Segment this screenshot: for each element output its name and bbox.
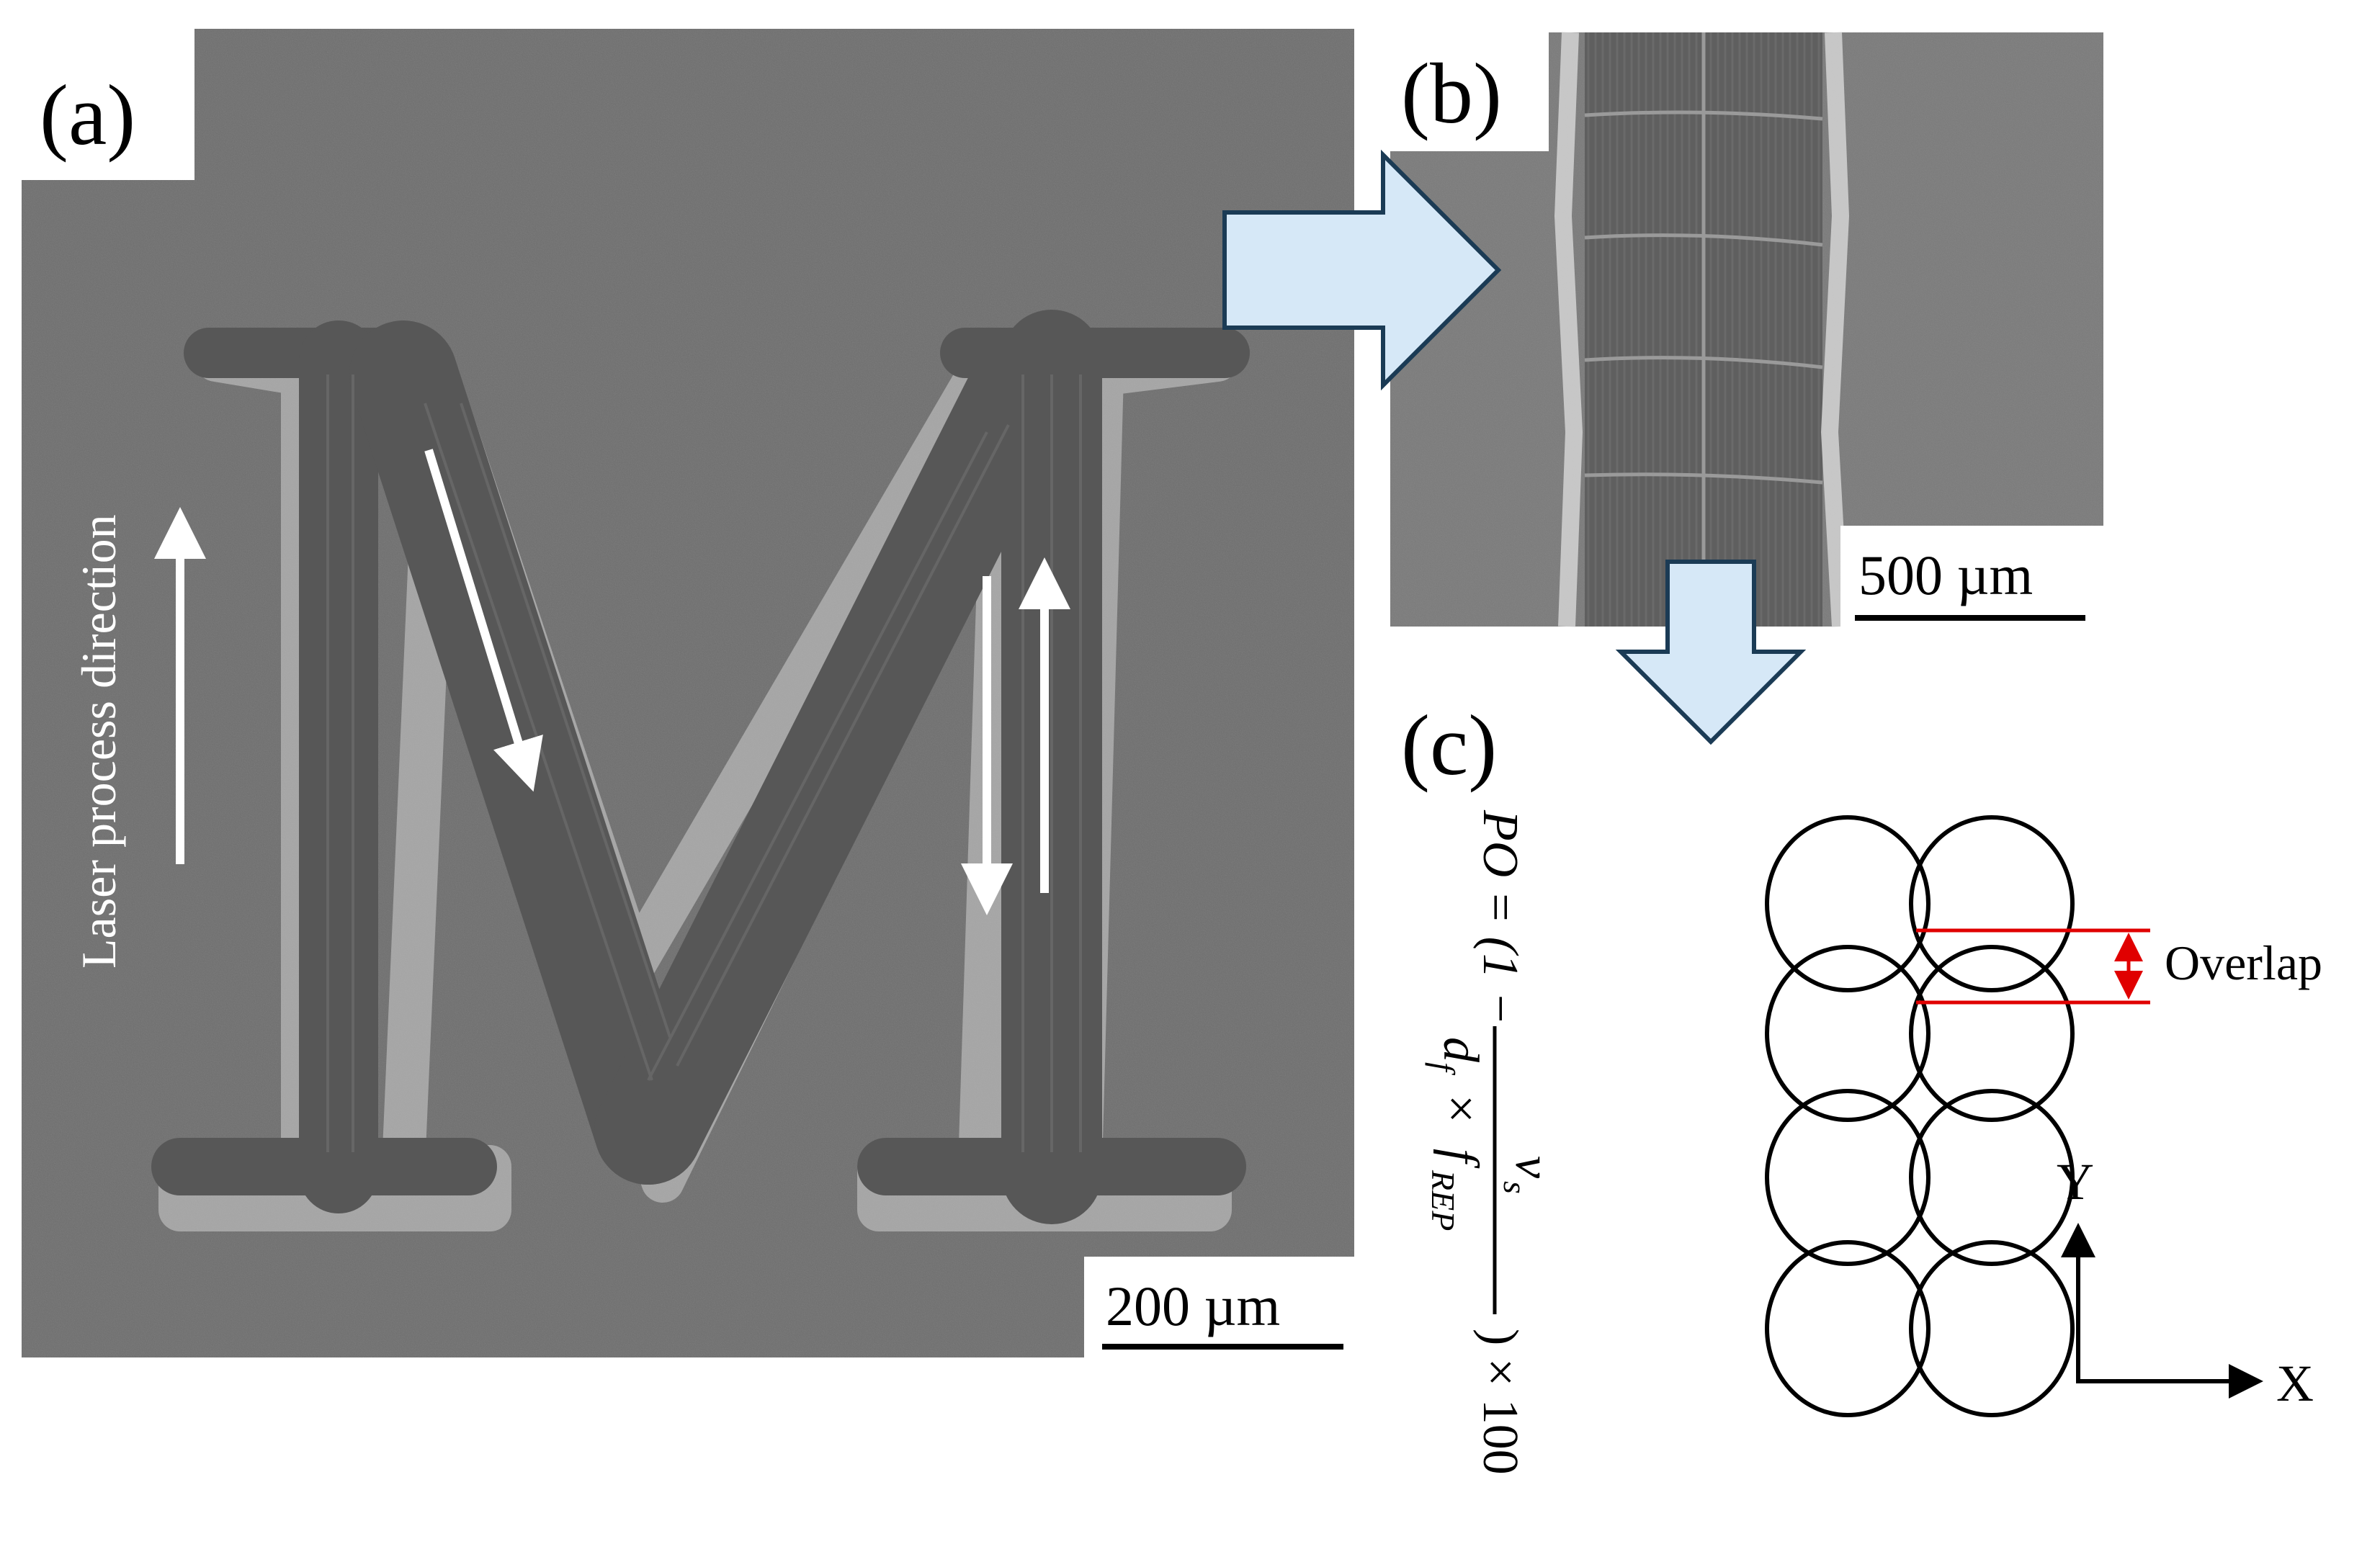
- panel-b-cross-lines: [1584, 32, 1823, 627]
- process-arrows: [154, 449, 1070, 915]
- panel-b: (b) 500 µm: [1390, 32, 2103, 627]
- formula-rhs: ) × 100: [1472, 1329, 1528, 1475]
- panel-a-scale-bar-box: [1084, 1257, 1354, 1357]
- spot-circle: [1765, 815, 1931, 992]
- panel-a-label: (a): [40, 67, 135, 163]
- panel-c-label: (c): [1401, 697, 1497, 793]
- connector-arrow-down: [1615, 560, 1807, 745]
- spot-circle: [1909, 1240, 2075, 1417]
- formula-denominator-b: f: [1433, 1149, 1488, 1169]
- arrow-diagonal: [424, 449, 543, 792]
- y-axis-label: Y: [2057, 1153, 2094, 1211]
- spot-circle: [1909, 1089, 2075, 1266]
- overlap-indicator: [1916, 928, 2150, 1005]
- formula-numerator: v: [1505, 1156, 1560, 1179]
- spot-circle: [1909, 945, 2075, 1122]
- panel-a-label-box: [0, 0, 194, 180]
- panel-b-track-edges: [1554, 32, 1850, 627]
- spot-circle: [1765, 1089, 1931, 1266]
- spot-circle: [1909, 815, 2075, 992]
- x-axis-label: X: [2276, 1355, 2314, 1412]
- formula-numerator-sub: s: [1497, 1181, 1534, 1194]
- axes: [2061, 1223, 2263, 1399]
- panel-a: Laser process direction (a) 200 µm: [0, 0, 1354, 1357]
- panel-b-label: (b): [1401, 45, 1502, 141]
- connector-arrow-right: [1222, 149, 1502, 391]
- laser-direction-label: Laser process direction: [71, 514, 126, 969]
- formula-denominator-b-sub: REP: [1425, 1170, 1462, 1231]
- panel-a-scale-bar-label: 200 µm: [1106, 1275, 1280, 1337]
- panel-b-scale-bar-label: 500 µm: [1858, 544, 2033, 606]
- panel-b-scale-bar-box: [1840, 526, 2103, 627]
- panel-c: (c) PO = (1 − v s d f × f REP ) × 100: [1401, 697, 2322, 1475]
- laser-spot-grid: [1765, 815, 2075, 1417]
- spot-circle: [1765, 1240, 1931, 1417]
- formula-times: ×: [1433, 1095, 1488, 1123]
- spot-circle: [1765, 945, 1931, 1122]
- formula-denominator-a-sub: f: [1425, 1062, 1462, 1076]
- overlap-label: Overlap: [2165, 935, 2322, 990]
- formula-denominator-a: d: [1433, 1037, 1488, 1063]
- overlap-formula: PO = (1 − v s d f × f REP ) × 100: [1425, 809, 1560, 1475]
- formula-lhs: PO = (1 −: [1472, 809, 1528, 1025]
